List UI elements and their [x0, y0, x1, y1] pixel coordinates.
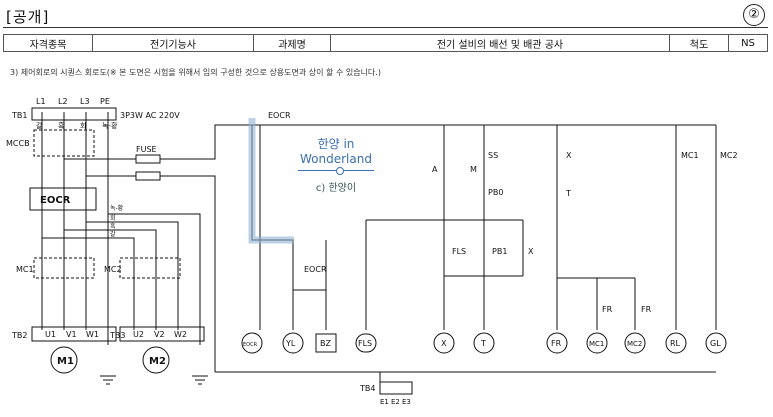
label-mc1-contact: MC1: [681, 151, 699, 160]
label-v1: V1: [66, 330, 77, 339]
label-pb1: PB1: [492, 247, 507, 256]
lamp-label-fls: FLS: [358, 339, 372, 348]
label-pb0: PB0: [488, 188, 503, 197]
label-fuse: FUSE: [136, 145, 157, 154]
label-m: M: [470, 165, 477, 174]
label-m1: M1: [57, 356, 74, 367]
watermark-line3: c) 한양이: [315, 183, 357, 194]
page-title: [공개]: [6, 8, 50, 26]
lamp-gl-symbol: [705, 332, 727, 354]
label-x-contact: X: [528, 247, 534, 256]
label-pe: PE: [100, 97, 110, 106]
diagram-note: 3) 제어회로의 시퀀스 회로도(※ 본 도면은 시험을 위해서 임의 구성한 …: [10, 68, 381, 77]
lamp-label-mc1: MC1: [589, 340, 604, 348]
label-tb3: TB3: [109, 331, 125, 340]
label-t: T: [565, 189, 571, 198]
page-number: ②: [743, 4, 765, 26]
label-w2: W2: [174, 330, 187, 339]
watermark-line1: 한양 in: [317, 137, 355, 151]
watermark-dot-icon: [336, 167, 344, 175]
watermark-divider: [298, 167, 374, 175]
lamp-rl-symbol: [665, 332, 687, 354]
label-l3: L3: [80, 97, 90, 106]
lamp-label-yl: YL: [285, 339, 296, 348]
cell-scale-value: NS: [728, 34, 768, 52]
lamp-label-gl: GL: [710, 339, 721, 348]
label-tb2: TB2: [11, 331, 27, 340]
highlight-mark: [248, 118, 294, 244]
label-ss: SS: [488, 151, 498, 160]
label-u2: U2: [133, 330, 144, 339]
label-eocr-mid: EOCR: [304, 265, 327, 274]
label-tb1: TB1: [11, 111, 27, 120]
lamp-label-rl: RL: [670, 339, 681, 348]
label-eocr-top: EOCR: [268, 111, 291, 120]
lamp-yl-symbol: [282, 332, 304, 354]
fls-symbol: [355, 333, 377, 353]
label-l2: L2: [58, 97, 68, 106]
label-e2: E2: [391, 398, 400, 406]
label-m2: M2: [149, 356, 166, 367]
label-mccb: MCCB: [6, 139, 30, 148]
label-fr-1: FR: [602, 305, 613, 314]
lamp-eocr-symbol: [241, 332, 263, 354]
label-x: X: [566, 151, 572, 160]
label-w1: W1: [86, 330, 99, 339]
info-row: 자격종목 전기기능사 과제명 전기 설비의 배선 및 배관 공사 척도 NS: [3, 34, 768, 52]
buzzer-symbol: [315, 333, 337, 353]
relay-x-symbol: [433, 332, 455, 354]
label-eocr-box: EOCR: [40, 195, 71, 206]
info-table: 자격종목 전기기능사 과제명 전기 설비의 배선 및 배관 공사 척도 NS: [3, 34, 768, 52]
coil-mc1-symbol: [586, 332, 608, 354]
lamp-label-t: T: [480, 339, 486, 348]
coil-mc2-symbol: [624, 332, 646, 354]
timer-t-symbol: [473, 332, 495, 354]
label-e3: E3: [402, 398, 411, 406]
side-label-2: 회: [110, 214, 116, 222]
label-fls: FLS: [452, 247, 466, 256]
watermark: 한양 in Wonderland c) 한양이: [290, 135, 382, 194]
lamp-label-x: X: [441, 339, 447, 348]
relay-fr-symbol: [546, 332, 568, 354]
label-mc2-contact: MC2: [720, 151, 738, 160]
header-divider: [3, 27, 768, 28]
cell-field-value: 전기기능사: [92, 34, 254, 52]
wire-color-2: 흑: [58, 121, 65, 130]
lamp-label-mc2: MC2: [627, 340, 642, 348]
wire-color-4: 녹-황: [102, 121, 118, 130]
label-a: A: [432, 165, 438, 174]
label-fr-2: FR: [641, 305, 652, 314]
label-u1: U1: [45, 330, 56, 339]
cell-task-value: 전기 설비의 배선 및 배관 공사: [330, 34, 670, 52]
side-label-4: 갈: [110, 230, 116, 238]
side-label-1: 녹-황: [110, 204, 124, 212]
label-l1: L1: [36, 97, 46, 106]
label-mc2: MC2: [104, 265, 122, 274]
label-v2: V2: [154, 330, 165, 339]
label-e1: E1: [380, 398, 389, 406]
lamp-label-eocr: EOCR: [243, 342, 258, 348]
lamp-label-bz: BZ: [320, 339, 331, 348]
wire-color-1: 갈: [36, 122, 43, 130]
lamp-label-fr: FR: [551, 339, 562, 348]
wire-color-3: 회: [80, 122, 86, 130]
label-tb4: TB4: [359, 384, 375, 393]
side-label-3: 흑: [110, 222, 116, 230]
watermark-line2: Wonderland: [300, 152, 372, 166]
cell-task-label: 과제명: [253, 34, 331, 52]
label-mc1: MC1: [16, 265, 34, 274]
label-supply: 3P3W AC 220V: [120, 111, 180, 120]
